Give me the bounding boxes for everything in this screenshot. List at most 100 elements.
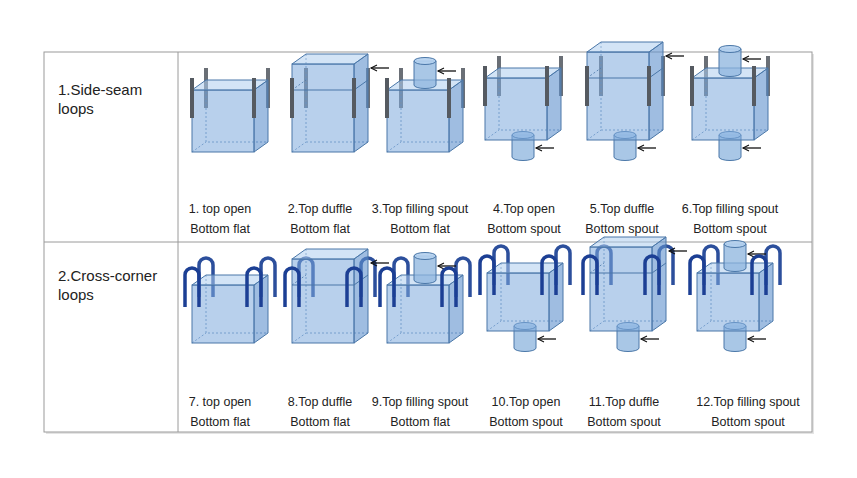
bag-caption: 12.Top filling spout Bottom spout (695, 392, 801, 432)
cross-corner-loop (380, 268, 394, 307)
cross-corner-loop (752, 256, 766, 295)
leader-head (641, 336, 647, 342)
bag-front-face (587, 52, 649, 140)
leader-head (666, 53, 672, 59)
bag-front-face (387, 285, 449, 343)
cross-corner-loop (347, 268, 361, 307)
leader-line (538, 338, 556, 339)
bag-caption: 9.Top filling spout Bottom flat (371, 392, 470, 432)
side-seam-loop (690, 66, 694, 106)
cross-corner-loop (583, 256, 597, 295)
side-seam-loop (752, 66, 756, 106)
bag-caption: 7. top open Bottom flat (188, 392, 253, 432)
bag-front-face (387, 90, 449, 152)
duffle-seam (292, 80, 306, 90)
leader-line (748, 253, 766, 254)
bag-side-face (449, 80, 463, 152)
leader-head (438, 68, 444, 74)
duffle-seam (587, 68, 601, 78)
cross-corner-loop (285, 268, 299, 307)
spout-rim (414, 58, 436, 65)
bag-top-face (292, 249, 368, 259)
bag-side-face (354, 54, 368, 152)
bag-front-face (697, 273, 759, 331)
cross-corner-loop (247, 268, 261, 307)
leader-line (666, 55, 684, 56)
bag-front-face (487, 273, 549, 331)
bag-front-face (292, 64, 354, 152)
leader-line (371, 67, 389, 68)
bag-illustrations (185, 42, 780, 352)
bag-caption: 5.Top duffle Bottom spout (584, 199, 660, 239)
cross-corner-loop (185, 268, 199, 307)
bag-side-face (649, 42, 663, 140)
cross-corner-loop (690, 256, 704, 295)
row-heading: 2.Cross-corner loops (58, 266, 160, 304)
cross-corner-loop (645, 256, 659, 295)
bag-front-face (590, 247, 652, 331)
row-heading: 1.Side-seam loops (58, 80, 145, 118)
leader-head (669, 248, 675, 254)
bag-caption: 3.Top filling spout Bottom flat (371, 199, 470, 239)
spout-body (724, 244, 746, 272)
bag-caption: 6.Top filling spout Bottom spout (681, 199, 780, 239)
spout-rim (724, 241, 746, 248)
column-divider (178, 52, 179, 432)
spout-body (414, 256, 436, 284)
cross-corner-loop (542, 256, 556, 295)
duffle-seam (292, 80, 368, 90)
bag-caption: 4.Top open Bottom spout (486, 199, 562, 239)
leader-line (438, 70, 456, 71)
bag-side-face (254, 80, 268, 152)
leader-head (536, 145, 542, 151)
cross-corner-loop (442, 268, 456, 307)
bag-caption: 2.Top duffle Bottom flat (287, 199, 354, 239)
leader-head (538, 336, 544, 342)
side-seam-loop (252, 78, 256, 118)
spout-rim (414, 253, 436, 260)
bag-side-face (547, 68, 561, 140)
table-frame (44, 52, 812, 432)
bag-top-face (485, 68, 561, 78)
row-divider (44, 242, 812, 243)
bag-top-face (487, 263, 563, 273)
spout-body (719, 49, 741, 77)
leader-line (743, 147, 761, 148)
side-seam-loop (545, 66, 549, 106)
bag-front-face (192, 285, 254, 343)
bag-top-face (590, 237, 666, 247)
duffle-seam (587, 68, 663, 78)
leader-head (638, 145, 644, 151)
bag-top-face (292, 54, 368, 64)
side-seam-loop (290, 78, 294, 118)
leader-head (371, 65, 377, 71)
duffle-seam (590, 263, 666, 273)
side-seam-loop (647, 66, 651, 106)
bag-top-face (192, 80, 268, 90)
cross-corner-loop (480, 256, 494, 295)
leader-line (743, 58, 761, 59)
bag-top-face (192, 275, 268, 285)
leader-line (669, 250, 687, 251)
side-seam-loop (352, 78, 356, 118)
bag-front-face (485, 78, 547, 140)
bag-caption: 8.Top duffle Bottom flat (287, 392, 354, 432)
leader-head (743, 145, 749, 151)
side-seam-loop (385, 78, 389, 118)
bag-front-face (692, 78, 754, 140)
spout-body (414, 61, 436, 89)
leader-line (638, 147, 656, 148)
leader-line (438, 265, 456, 266)
spout-rim (719, 46, 741, 53)
leader-line (641, 338, 659, 339)
leader-line (748, 338, 766, 339)
bag-side-face (754, 68, 768, 140)
side-seam-loop (585, 66, 589, 106)
side-seam-loop (190, 78, 194, 118)
bag-front-face (292, 259, 354, 343)
bag-caption: 1. top open Bottom flat (188, 199, 253, 239)
leader-head (748, 336, 754, 342)
side-seam-loop (483, 66, 487, 106)
leader-head (743, 56, 749, 62)
bag-front-face (192, 90, 254, 152)
